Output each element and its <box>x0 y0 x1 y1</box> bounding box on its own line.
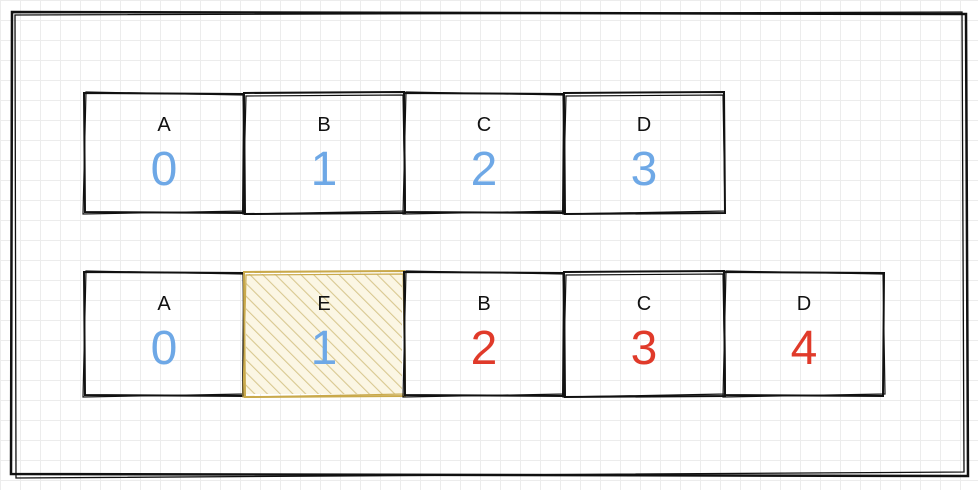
array-cell-c-original: C2 <box>402 91 566 215</box>
cell-label: D <box>637 114 651 136</box>
cell-index: 2 <box>471 322 498 375</box>
array-cell-d-after-insert: D4 <box>722 270 886 398</box>
array-cell-c-after-insert: C3 <box>562 269 727 399</box>
cell-label: B <box>477 293 490 315</box>
cell-index: 1 <box>311 143 338 196</box>
array-cell-b-after-insert: B2 <box>402 270 566 398</box>
cell-label: E <box>317 293 330 315</box>
array-cell-d-original: D3 <box>562 90 727 216</box>
cell-index: 0 <box>151 322 178 375</box>
cell-border-sketch <box>562 94 726 215</box>
array-cell-e-after-insert: E1 <box>242 269 407 399</box>
cell-index: 3 <box>631 143 658 196</box>
array-cell-a-original: A0 <box>82 91 246 215</box>
cell-index: 1 <box>311 322 338 375</box>
cell-index: 2 <box>471 143 498 196</box>
outer-frame <box>9 10 970 479</box>
cell-label: B <box>317 114 330 136</box>
cell-border-sketch <box>722 270 886 398</box>
cell-index: 3 <box>631 322 658 375</box>
cell-label: A <box>157 114 171 136</box>
cell-label: A <box>157 293 171 315</box>
inserted-cell-hatch <box>246 274 402 394</box>
array-cell-b-original: B1 <box>242 90 407 216</box>
cell-border <box>562 90 727 216</box>
array-cell-a-after-insert: A0 <box>82 270 246 398</box>
cell-label: D <box>797 293 811 315</box>
cell-label: C <box>637 293 651 315</box>
cell-index: 0 <box>151 143 178 196</box>
cell-label: C <box>477 114 491 136</box>
cell-index: 4 <box>791 322 818 375</box>
